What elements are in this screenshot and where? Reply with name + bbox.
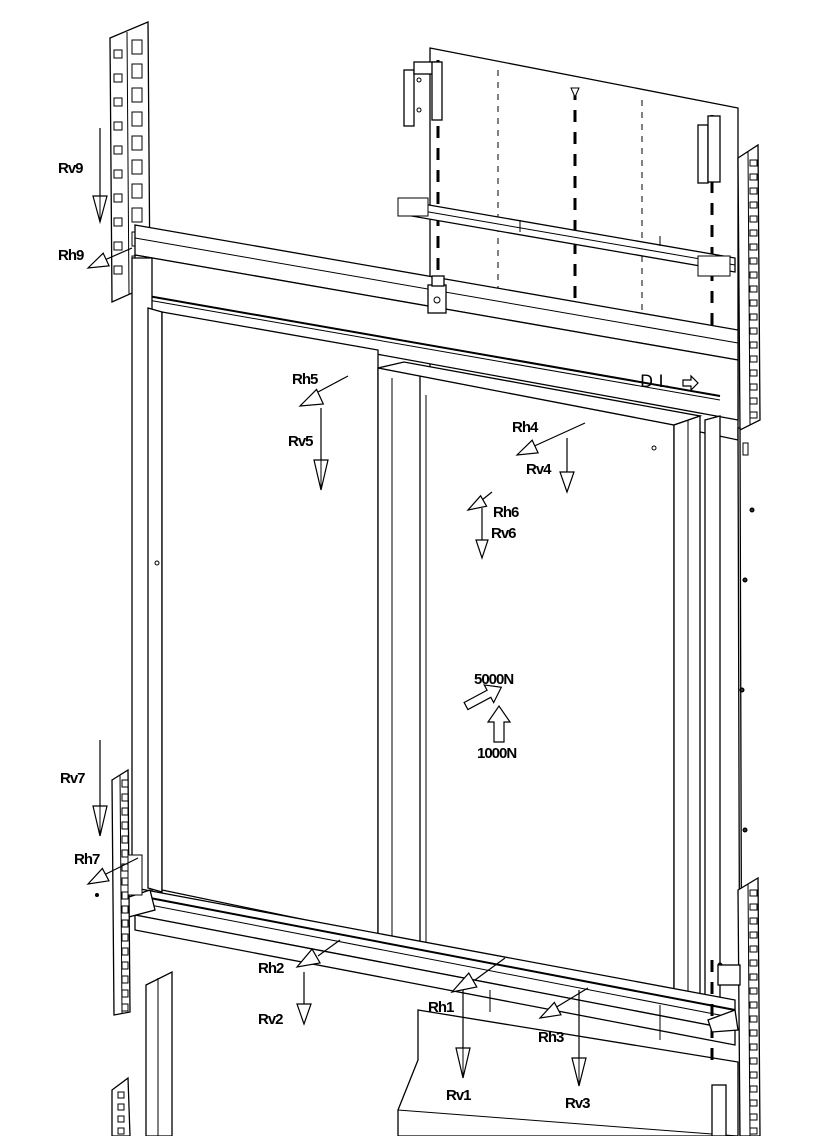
label-rh2: Rh2 (258, 960, 284, 977)
force-labels: Rv9 Rh9 Rh5 Rv5 Rh4 Rv4 Rh6 Rv6 5000N 10… (58, 160, 591, 1112)
cone-icon (92, 195, 108, 225)
header-transom (134, 224, 739, 421)
cone-icon (296, 1003, 312, 1026)
arrow-icon (486, 704, 512, 743)
cone-icon (295, 948, 322, 968)
cone-icon (538, 1001, 562, 1019)
dl-marking: D L (640, 372, 699, 392)
label-rh9: Rh9 (58, 247, 84, 264)
force-markers (86, 128, 589, 1087)
label-rv1: Rv1 (446, 1087, 471, 1104)
label-force-5000n: 5000N (474, 671, 513, 688)
left-guide-rail-lower (111, 768, 173, 1136)
cone-icon (86, 867, 110, 885)
cone-icon (92, 805, 108, 837)
label-rh1: Rh1 (428, 999, 454, 1016)
bottom-apron (397, 960, 739, 1136)
cone-icon (298, 388, 325, 407)
dl-text: D L (640, 372, 668, 392)
label-rh6: Rh6 (493, 504, 519, 521)
label-rh4: Rh4 (512, 419, 539, 436)
right-guide-rail-top (737, 143, 761, 432)
label-rv9: Rv9 (58, 160, 83, 177)
cone-icon (455, 1047, 471, 1079)
sill (119, 887, 736, 1046)
cone-icon (515, 439, 539, 456)
label-rv3: Rv3 (565, 1095, 590, 1112)
label-rv7: Rv7 (60, 770, 85, 787)
left-door-panel (161, 311, 379, 936)
right-door-panel (377, 361, 721, 1019)
label-rh3: Rh3 (538, 1029, 564, 1046)
right-guide-rail-lower (707, 876, 761, 1136)
cone-icon (313, 459, 329, 491)
arrow-icon (463, 684, 503, 711)
label-rh5: Rh5 (292, 371, 318, 388)
label-rv6: Rv6 (491, 525, 516, 542)
label-rv4: Rv4 (526, 461, 552, 478)
cone-icon (466, 494, 488, 511)
cone-icon (475, 539, 489, 560)
cone-icon (450, 972, 478, 993)
label-rh7: Rh7 (74, 851, 100, 868)
label-force-1000n: 1000N (477, 745, 516, 762)
cone-icon (571, 1057, 587, 1087)
arrow-right-icon (682, 374, 699, 392)
left-jamb (131, 257, 163, 902)
cone-icon (559, 471, 575, 494)
label-rv5: Rv5 (288, 433, 313, 450)
label-rv2: Rv2 (258, 1011, 283, 1028)
cone-icon (86, 252, 110, 269)
